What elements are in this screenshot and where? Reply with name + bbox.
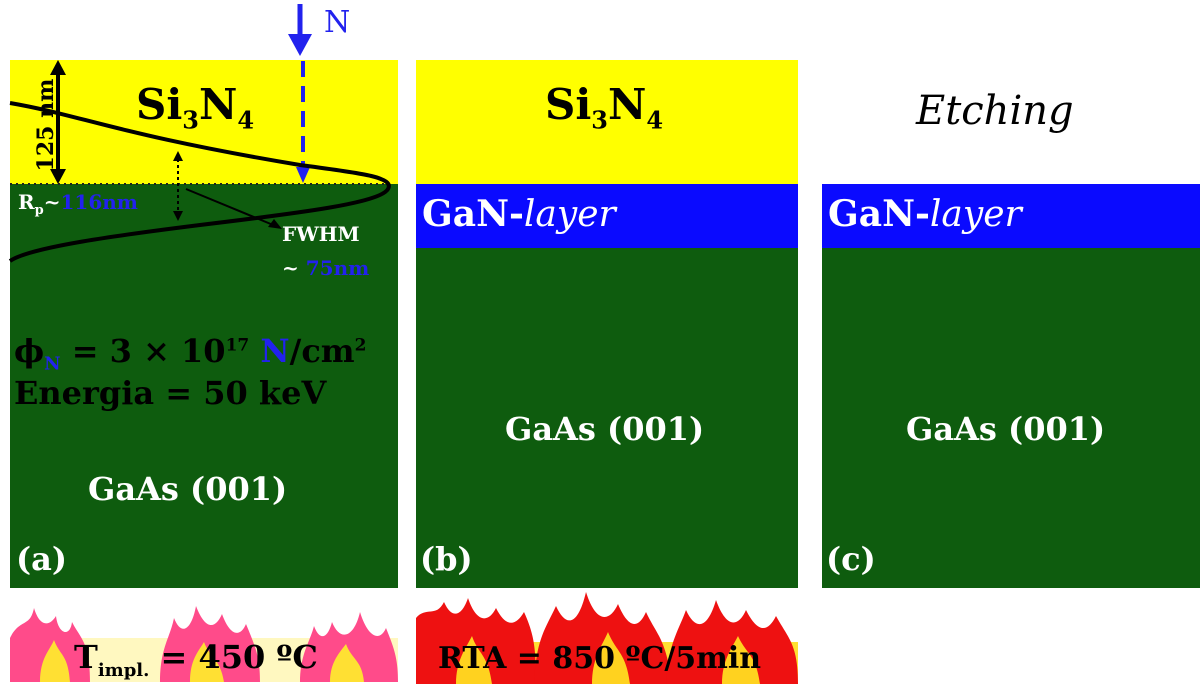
etching-label: Etching [916, 88, 1074, 134]
implant-temp-label: Timpl. = 450 ºC [74, 638, 318, 681]
rp-label: Rp~116nm [18, 190, 138, 218]
panel-b-substrate-label: GaAs (001) [505, 410, 705, 448]
fwhm-pointer [185, 188, 279, 228]
nitrogen-arrow-label: N [324, 5, 350, 40]
panel-c-substrate [822, 248, 1200, 588]
rta-label: RTA = 850 ºC/5min [438, 641, 761, 676]
panel-a-cap-label: Si3N4 [136, 80, 255, 135]
panel-c-gan-label: GaN-layer [828, 193, 1022, 235]
flame-strip-b: RTA = 850 ºC/5min [416, 592, 798, 684]
thickness-label: 125 nm [33, 78, 59, 172]
panel-a-cap-layer [10, 60, 398, 184]
panel-b-cap-label: Si3N4 [545, 80, 664, 135]
panel-c-substrate-label: GaAs (001) [906, 410, 1106, 448]
panel-b-substrate [416, 248, 798, 588]
panel-a-substrate [10, 184, 398, 588]
panel-b-gan-label: GaN-layer [422, 193, 616, 235]
depth-profile-curve [8, 101, 391, 263]
panel-b-label: (b) [420, 540, 473, 578]
nitrogen-arrow: N [288, 4, 350, 56]
flame-strip-a: Timpl. = 450 ºC [10, 606, 398, 682]
panel-a-label: (a) [16, 540, 68, 578]
fwhm-label: FWHM [282, 222, 360, 246]
panel-b-cap-layer [416, 60, 798, 184]
panel-a-substrate-label: GaAs (001) [88, 470, 288, 508]
energy-label: Energia = 50 keV [14, 374, 327, 412]
panel-b-gan-layer [416, 184, 798, 248]
implant-profile [8, 60, 391, 263]
fwhm-value: ~ 75nm [282, 256, 370, 280]
panel-c-gan-layer [822, 184, 1200, 248]
panel-c-label: (c) [826, 540, 876, 578]
dose-label: ϕN = 3 × 1017 N/cm2 [14, 332, 367, 375]
